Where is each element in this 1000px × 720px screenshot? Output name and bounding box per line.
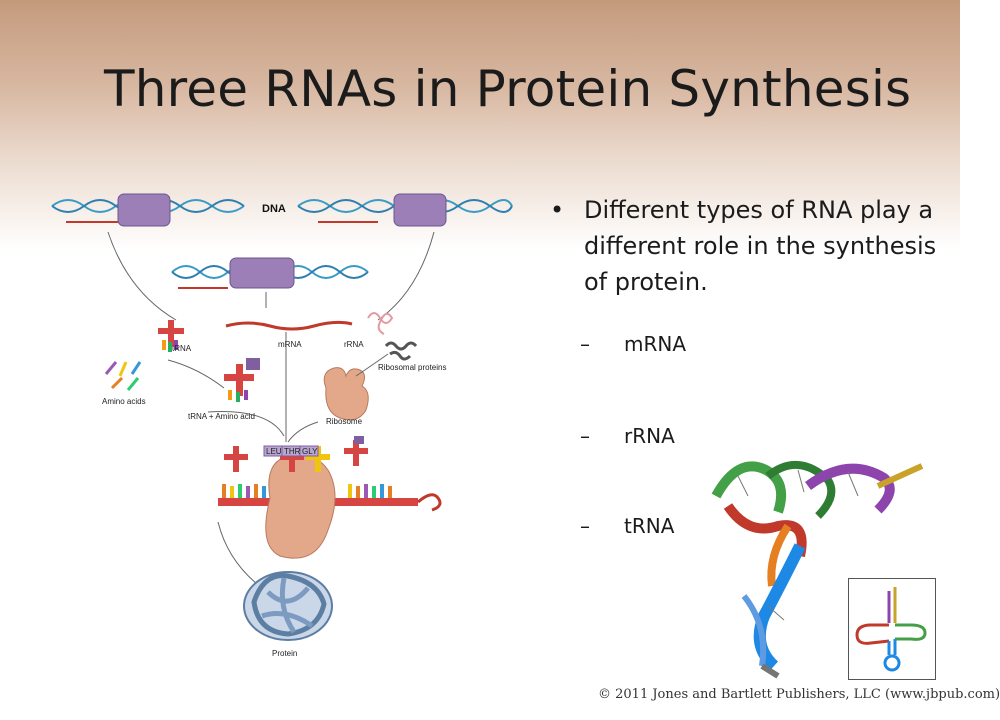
rna-polymerase-right — [393, 193, 447, 227]
trna-label: tRNA — [172, 344, 192, 353]
rna-polymerase-middle — [229, 257, 295, 289]
trna-3d-structure-image — [711, 460, 924, 679]
rrna-icon — [367, 312, 394, 335]
dna-label: DNA — [262, 203, 286, 215]
arrow-to-trna — [107, 231, 177, 321]
rna-polymerase-left — [117, 193, 171, 227]
amino-gly-label: GLY — [302, 447, 318, 456]
subitem-trna: –tRNA — [580, 514, 675, 538]
dash-icon: – — [580, 424, 590, 448]
amino-thr-label: THR — [284, 447, 301, 456]
bullet-text: Different types of RNA play a different … — [584, 196, 937, 296]
ribosome-label: Ribosome — [326, 417, 363, 426]
slide-title: Three RNAs in Protein Synthesis — [104, 60, 912, 118]
translation-complex — [218, 436, 442, 559]
trna-amino-acid-label: tRNA + Amino acid — [188, 412, 255, 421]
amino-leu-label: LEU — [266, 447, 282, 456]
rrna-label: rRNA — [344, 340, 364, 349]
dash-icon: – — [580, 332, 590, 356]
amino-acids-label: Amino acids — [102, 397, 146, 406]
mrna-label: mRNA — [278, 340, 302, 349]
ribosomal-proteins-label: Ribosomal proteins — [378, 363, 446, 372]
ribosome-icon — [323, 367, 369, 421]
arrow-to-rrna — [377, 231, 435, 321]
protein-synthesis-diagram: DNA — [51, 193, 513, 658]
trna-icon — [158, 320, 184, 352]
subitem-mrna: –mRNA — [580, 332, 687, 356]
dash-icon: – — [580, 514, 590, 538]
trna-cloverleaf-icon — [855, 587, 927, 672]
mrna-strand — [225, 320, 353, 331]
amino-acids-icon — [104, 361, 142, 391]
bullet-item: • Different types of RNA play a differen… — [540, 192, 950, 300]
trna-amino-acid-icon — [224, 358, 260, 402]
protein-label: Protein — [272, 649, 297, 658]
bullet-dot-icon: • — [550, 196, 565, 224]
bullet-list: • Different types of RNA play a differen… — [540, 192, 950, 300]
trna-cloverleaf-inset — [848, 578, 936, 680]
ribosomal-proteins-icon — [384, 341, 418, 361]
subitem-rrna: –rRNA — [580, 424, 675, 448]
copyright-notice: © 2011 Jones and Bartlett Publishers, LL… — [598, 687, 1000, 702]
peptide-chain — [263, 445, 319, 457]
folded-protein-icon — [243, 571, 333, 641]
